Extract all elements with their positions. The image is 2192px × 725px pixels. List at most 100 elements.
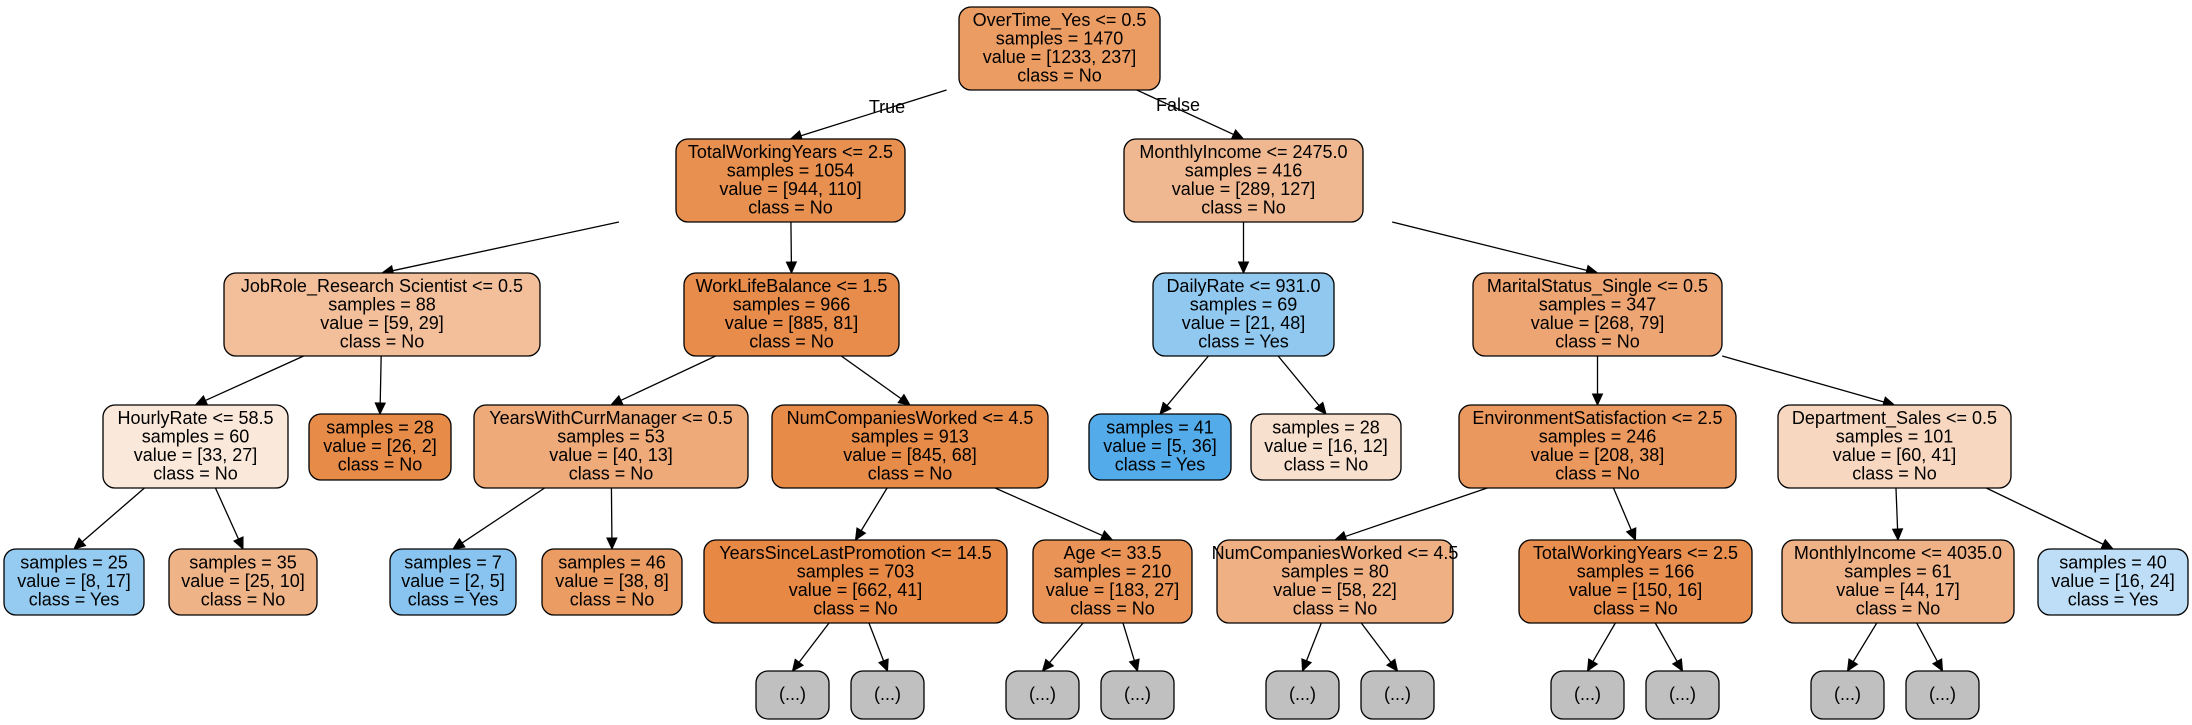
- node-text-line: (...): [1834, 684, 1861, 704]
- edge-arrowhead: [606, 537, 618, 551]
- edge-arrowhead: [2100, 538, 2115, 550]
- node-text-line: value = [2, 5]: [401, 571, 505, 591]
- node-box: [168, 548, 318, 616]
- node-text-line: samples = 25: [20, 553, 128, 573]
- truncated-node: (...): [1005, 670, 1080, 720]
- node-text-line: class = No: [338, 455, 423, 475]
- edge-line: [1592, 622, 1616, 662]
- tree-edge: [1591, 356, 1604, 407]
- edge-line: [1654, 622, 1678, 662]
- tree-edge: [214, 487, 244, 551]
- edge-arrowhead: [1891, 528, 1904, 542]
- node-box: [223, 272, 541, 357]
- node-text-line: MonthlyIncome <= 4035.0: [1794, 543, 2002, 563]
- edge-arrowhead: [854, 527, 867, 542]
- edge-line: [1895, 487, 1899, 530]
- node-text-line: class = No: [1017, 65, 1102, 85]
- edge-arrowhead: [1159, 401, 1172, 415]
- truncated-node: (...): [1550, 670, 1625, 720]
- tree-edge: [1916, 622, 1944, 673]
- tree-edge: [1586, 622, 1616, 673]
- node-text-line: class = No: [340, 331, 425, 351]
- edge-line: [620, 355, 716, 401]
- node-text-line: class = No: [1856, 598, 1941, 618]
- node-text-line: class = No: [1293, 598, 1378, 618]
- node-box: [703, 539, 1008, 624]
- node-text-line: (...): [779, 684, 806, 704]
- node-text-line: (...): [1669, 684, 1696, 704]
- edge-line: [461, 487, 546, 544]
- node-box: [1100, 670, 1175, 720]
- edge-label-true: True: [869, 97, 905, 117]
- node-text-line: samples = 913: [851, 426, 969, 446]
- node-box: [1518, 539, 1753, 624]
- edge-arrowhead: [1237, 261, 1250, 275]
- node-text-line: value = [16, 12]: [1264, 436, 1388, 456]
- edge-line: [994, 487, 1103, 537]
- node-text-line: class = Yes: [408, 590, 499, 610]
- node-text-line: class = No: [1070, 598, 1155, 618]
- node-box: [850, 670, 925, 720]
- truncated-node: (...): [1905, 670, 1980, 720]
- edge-arrowhead: [785, 261, 798, 275]
- edge-arrowhead: [1625, 527, 1637, 542]
- node-text-line: samples = 210: [1054, 561, 1172, 581]
- node-text-line: class = Yes: [1115, 455, 1206, 475]
- node-text-line: value = [662, 41]: [789, 580, 923, 600]
- tree-edge: [1722, 355, 1896, 408]
- node-box: [1152, 272, 1335, 357]
- truncated-node: (...): [1265, 670, 1340, 720]
- edge-arrowhead: [1128, 658, 1140, 673]
- node-box: [675, 138, 906, 223]
- tree-edge: [994, 487, 1114, 541]
- node-text-line: value = [183, 27]: [1046, 580, 1180, 600]
- edge-line: [1360, 622, 1392, 663]
- node-text-line: (...): [1124, 684, 1151, 704]
- node-text-line: samples = 60: [142, 426, 250, 446]
- node-box: [3, 548, 145, 616]
- node-box: [308, 413, 452, 481]
- edge-arrowhead: [451, 537, 466, 550]
- edge-arrowhead: [1671, 658, 1684, 673]
- edge-arrowhead: [1301, 658, 1313, 673]
- node-text-line: (...): [1289, 684, 1316, 704]
- tree-edge: [1159, 355, 1209, 415]
- edge-line: [868, 622, 885, 661]
- node-box: [958, 6, 1161, 91]
- edge-line: [800, 89, 947, 137]
- node-text-line: class = No: [813, 598, 898, 618]
- node-text-line: class = Yes: [2068, 590, 2159, 610]
- truncated-node: (...): [1810, 670, 1885, 720]
- edge-line: [1392, 221, 1587, 271]
- tree-edge: [194, 355, 304, 406]
- edge-arrowhead: [73, 537, 87, 550]
- truncated-node: (...): [755, 670, 830, 720]
- node-box: [1250, 413, 1402, 481]
- node-text-line: samples = 80: [1281, 561, 1389, 581]
- node-text-line: value = [59, 29]: [320, 313, 444, 333]
- node-text-line: TotalWorkingYears <= 2.5: [688, 142, 893, 162]
- edge-line: [1305, 622, 1322, 661]
- node-text-line: TotalWorkingYears <= 2.5: [1533, 543, 1738, 563]
- node-box: [1123, 138, 1364, 223]
- tree-edge: [840, 355, 911, 406]
- edge-line: [840, 355, 902, 400]
- node-text-line: EnvironmentSatisfaction <= 2.5: [1472, 408, 1722, 428]
- node-text-line: value = [40, 13]: [549, 445, 673, 465]
- tree-edge: [1891, 487, 1904, 542]
- node-box: [755, 670, 830, 720]
- edge-line: [1916, 622, 1938, 662]
- tree-edge: [374, 355, 387, 416]
- edge-arrowhead: [1385, 658, 1399, 672]
- edge-arrowhead: [1586, 658, 1599, 673]
